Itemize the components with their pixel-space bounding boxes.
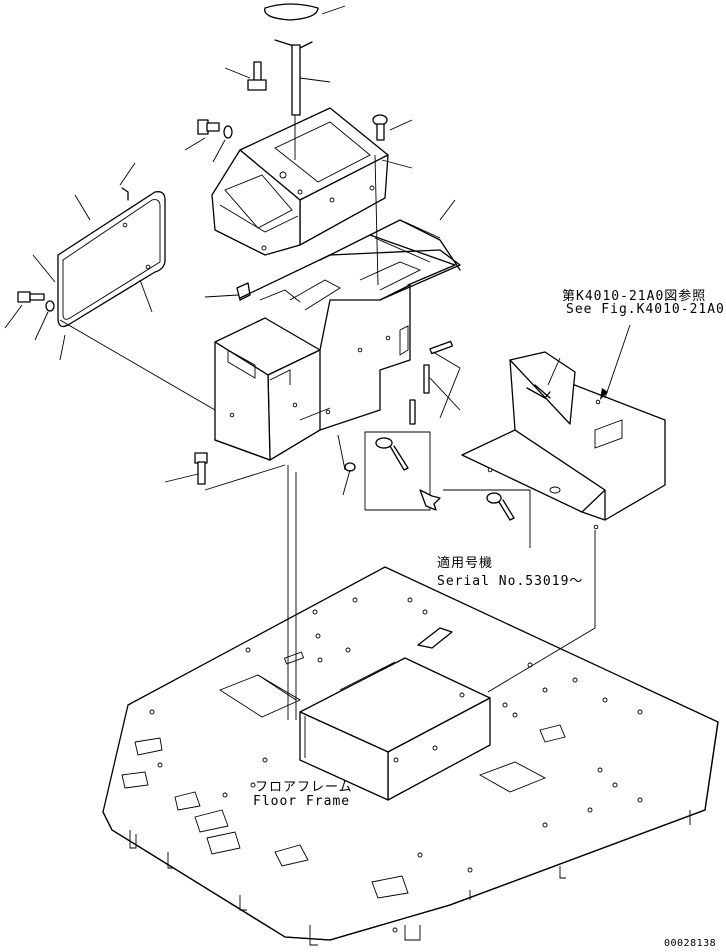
cap-small — [344, 462, 356, 472]
right-cover-plate — [461, 351, 666, 530]
arrow-to-serial — [419, 489, 441, 511]
lever-bracket — [274, 39, 313, 116]
upper-bracket-frame — [319, 219, 461, 286]
floor-frame-label-jp: フロアフレーム — [255, 780, 353, 795]
leader-lines — [4, 5, 631, 720]
console-cover — [211, 107, 389, 256]
floor-mounted-box — [299, 657, 491, 801]
strips — [409, 340, 454, 425]
reference-label-jp: 第K4010-21A0図参照 — [562, 289, 707, 304]
lever-knob — [264, 3, 319, 21]
lever-detail-left — [364, 431, 431, 511]
floor-frame-label-en: Floor Frame — [253, 794, 351, 809]
screw-right — [372, 114, 388, 141]
serial-label-en: Serial No.53019～ — [437, 574, 584, 589]
bolt-side — [17, 291, 55, 312]
side-panel — [57, 187, 166, 328]
clip-small — [236, 282, 251, 301]
lever-detail-right — [443, 489, 531, 548]
bolt-upper — [247, 61, 267, 91]
bolt-bottom — [194, 452, 208, 485]
reference-label-en: See Fig.K4010-21A0 — [566, 302, 725, 317]
console-box — [214, 249, 461, 461]
serial-label-jp: 適用号機 — [437, 556, 494, 571]
bolt-washer-left — [197, 119, 233, 139]
drawing-number: 00028138 — [664, 938, 717, 949]
